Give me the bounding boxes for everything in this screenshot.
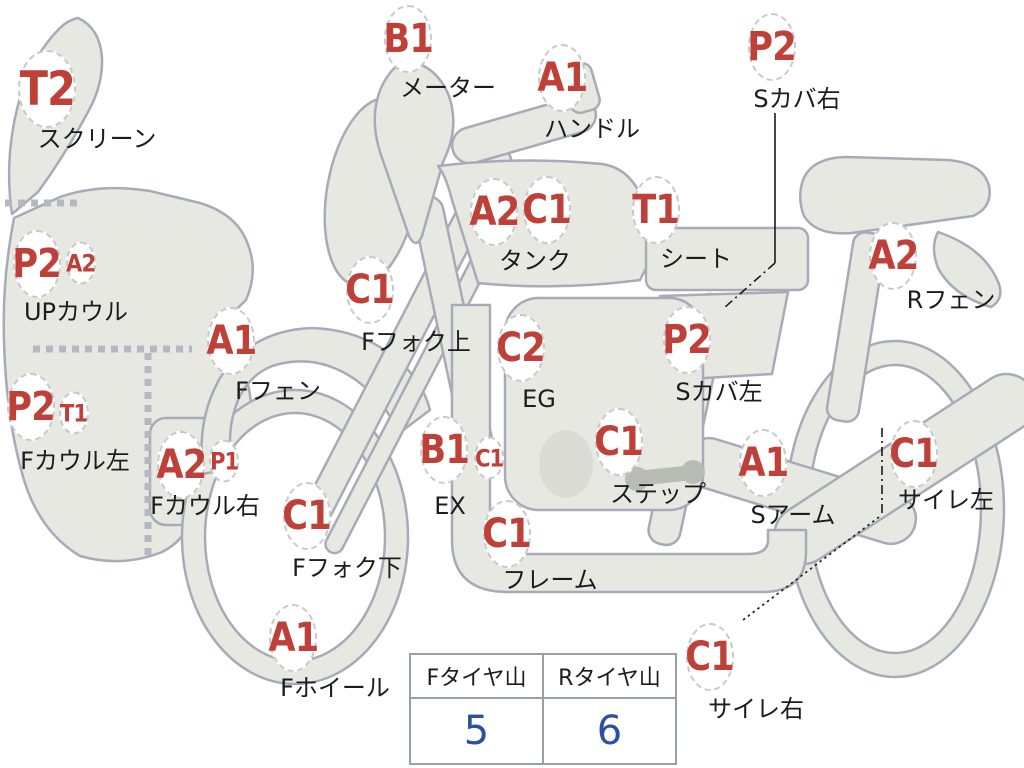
grade-bubble-seat: T1 bbox=[632, 176, 680, 244]
part-label-side-cover-right: Sカバ右 bbox=[753, 85, 841, 113]
footpeg-right bbox=[681, 460, 705, 484]
grade-code: P2 bbox=[12, 241, 62, 287]
grade-bubble-front-cowl-left: P2 bbox=[6, 373, 56, 441]
part-label-rear-fender: Rフェン bbox=[906, 286, 996, 314]
grade-bubble-front-wheel: A1 bbox=[268, 604, 319, 672]
front-tire-header: Fタイヤ山 bbox=[409, 653, 544, 699]
grade-code: C1 bbox=[889, 431, 939, 477]
grade-code: A1 bbox=[738, 440, 789, 486]
grade-code: C1 bbox=[685, 634, 735, 680]
grade-code: A1 bbox=[268, 615, 319, 661]
front-tire-value: 5 bbox=[409, 697, 544, 765]
grade-code: B1 bbox=[419, 427, 469, 473]
grade-bubble-tank: A2 bbox=[469, 178, 520, 246]
part-label-side-cover-left: Sカバ左 bbox=[675, 378, 763, 406]
grade-bubble-rear-fender: A2 bbox=[868, 222, 919, 290]
seat-shape bbox=[644, 226, 810, 292]
grade-bubble-handlebar: A1 bbox=[537, 44, 588, 112]
grade-code: P1 bbox=[209, 447, 239, 475]
rear-tire-value: 6 bbox=[542, 697, 677, 765]
grade-code: A1 bbox=[206, 318, 257, 364]
part-label-exhaust: EX bbox=[434, 492, 466, 520]
part-label-front-fork-upper: Fフォク上 bbox=[361, 328, 471, 356]
grade-code: P2 bbox=[747, 24, 797, 70]
grade-code: P2 bbox=[662, 317, 712, 363]
footpeg-group bbox=[625, 460, 705, 491]
callout-lines bbox=[723, 113, 883, 621]
grade-bubble-front-cowl-right: A2 bbox=[156, 431, 207, 499]
part-label-frame: フレーム bbox=[502, 566, 598, 594]
grade-bubble-front-cowl-right: P1 bbox=[209, 439, 239, 483]
grade-bubble-screen: T2 bbox=[18, 50, 76, 128]
grade-bubble-step: C1 bbox=[594, 408, 644, 476]
grade-bubble-frame: C1 bbox=[482, 500, 532, 568]
part-label-seat: シート bbox=[660, 245, 732, 273]
part-label-engine: EG bbox=[522, 385, 556, 413]
grade-bubble-tank: C1 bbox=[522, 176, 572, 244]
part-label-swing-arm: Sアーム bbox=[750, 501, 836, 529]
grade-bubble-exhaust: B1 bbox=[419, 416, 470, 484]
part-label-screen: スクリーン bbox=[37, 125, 157, 153]
grade-code: A2 bbox=[868, 233, 919, 279]
grade-bubble-upper-cowl: P2 bbox=[12, 230, 62, 298]
part-label-silencer-right: サイレ右 bbox=[708, 695, 804, 723]
grade-code: C1 bbox=[345, 267, 395, 313]
part-label-front-fork-lower: Fフォク下 bbox=[292, 554, 402, 582]
grade-bubble-meter: B1 bbox=[383, 5, 434, 73]
grade-code: C1 bbox=[594, 419, 644, 465]
grade-code: P2 bbox=[6, 384, 56, 430]
grade-bubble-engine: C2 bbox=[496, 314, 546, 382]
grade-bubble-front-cowl-left: T1 bbox=[59, 391, 89, 435]
cowl-seam-lines bbox=[5, 199, 192, 558]
grade-bubble-silencer-left: C1 bbox=[889, 420, 939, 488]
part-label-front-cowl-left: Fカウル左 bbox=[20, 447, 130, 475]
footpeg-left bbox=[625, 467, 649, 491]
grade-bubble-silencer-right: C1 bbox=[685, 623, 735, 691]
grade-bubble-front-fork-lower: C1 bbox=[282, 482, 332, 550]
grade-bubble-front-fork-upper: C1 bbox=[345, 256, 395, 324]
grade-code: A2 bbox=[156, 442, 207, 488]
grade-bubble-side-cover-left: P2 bbox=[662, 306, 712, 374]
grade-code: T2 bbox=[19, 61, 75, 117]
grade-code: C1 bbox=[282, 493, 332, 539]
part-label-silencer-left: サイレ左 bbox=[898, 486, 994, 514]
grade-code: C1 bbox=[522, 187, 572, 233]
subframe-post-shape bbox=[825, 231, 887, 423]
rear-fender-shape bbox=[932, 230, 1002, 309]
grade-code: A2 bbox=[66, 249, 96, 277]
meter-shape bbox=[373, 58, 455, 245]
engine-case-circle bbox=[539, 430, 593, 498]
grade-bubble-front-fender: A1 bbox=[206, 307, 257, 375]
rear-tire-header: Rタイヤ山 bbox=[542, 653, 677, 699]
part-label-handlebar: ハンドル bbox=[544, 115, 640, 143]
grade-bubble-side-cover-right: P2 bbox=[747, 13, 797, 81]
part-label-front-cowl-right: Fカウル右 bbox=[150, 492, 260, 520]
grade-code: C1 bbox=[482, 511, 532, 557]
tail-cowl-shape bbox=[799, 155, 991, 235]
callout-silencer-right bbox=[742, 516, 880, 621]
part-label-front-wheel: Fホイール bbox=[280, 674, 390, 702]
part-label-upper-cowl: UPカウル bbox=[23, 298, 129, 326]
grade-code: B1 bbox=[383, 16, 433, 62]
grade-code: A2 bbox=[469, 189, 520, 235]
grade-bubble-exhaust: C1 bbox=[474, 436, 504, 480]
grade-code: C1 bbox=[474, 444, 504, 472]
tire-tread-table: Fタイヤ山 Rタイヤ山 5 6 bbox=[409, 653, 677, 765]
grade-bubble-upper-cowl: A2 bbox=[66, 241, 97, 285]
grade-bubble-swing-arm: A1 bbox=[738, 429, 789, 497]
part-label-step: ステップ bbox=[610, 480, 706, 508]
grade-code: C2 bbox=[496, 325, 546, 371]
grade-code: T1 bbox=[632, 187, 681, 233]
grade-code: A1 bbox=[537, 55, 588, 101]
part-label-meter: メーター bbox=[400, 74, 496, 102]
grade-code: T1 bbox=[60, 399, 88, 427]
part-label-front-fender: Fフェン bbox=[235, 377, 321, 405]
part-label-tank: タンク bbox=[499, 247, 571, 275]
